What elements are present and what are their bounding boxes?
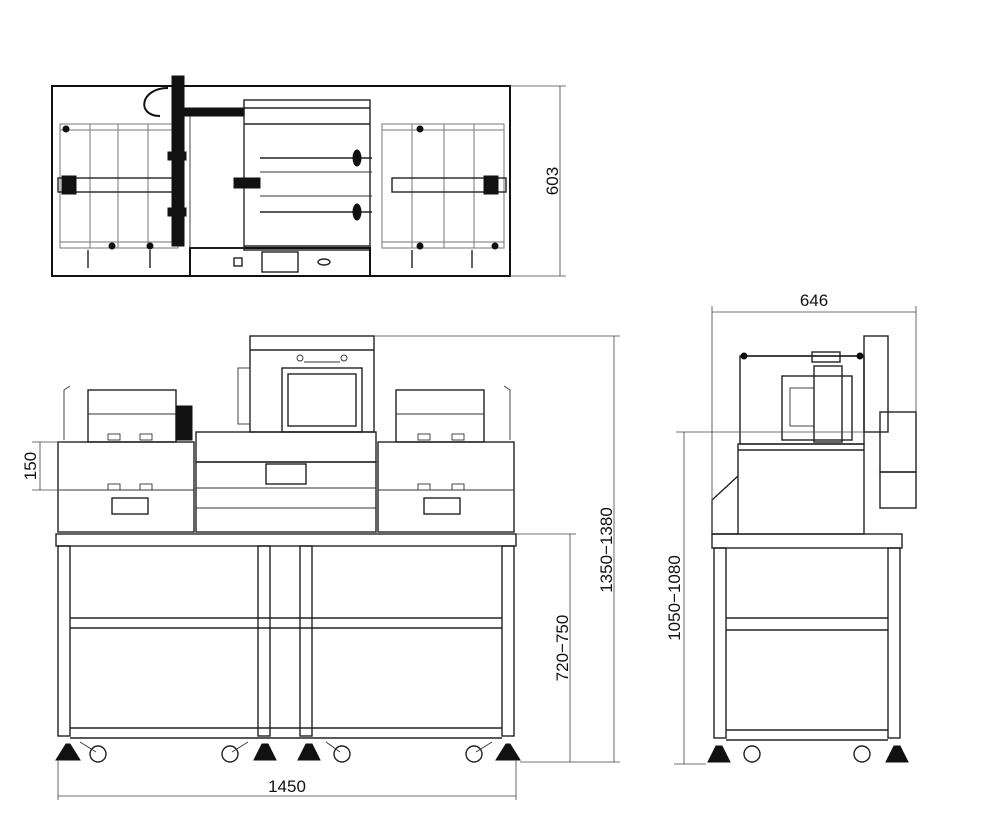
top-left-conveyor — [57, 123, 179, 268]
front-view: 150 1450 1350−1380 720−750 — [21, 335, 620, 800]
dim-label-603: 603 — [543, 167, 562, 195]
top-view: 603 — [51, 75, 566, 277]
dim-label-150: 150 — [21, 452, 40, 480]
dim-front-height: 1350−1380 — [374, 335, 620, 763]
front-table — [55, 533, 517, 739]
dim-side-width: 646 — [711, 291, 917, 534]
dim-label-646: 646 — [800, 291, 828, 310]
top-right-conveyor — [381, 123, 507, 268]
front-center-machine — [175, 335, 377, 533]
dim-side-height: 1050−1080 — [665, 431, 864, 765]
dim-label-1350-1380: 1350−1380 — [597, 507, 616, 593]
dim-label-1450: 1450 — [268, 777, 306, 796]
front-feet — [55, 741, 521, 763]
side-view: 646 1050−1080 — [665, 291, 917, 765]
dim-label-1050-1080: 1050−1080 — [665, 555, 684, 641]
dim-tray-height: 150 — [21, 441, 62, 491]
front-right-module — [377, 385, 515, 533]
dim-top-depth: 603 — [510, 85, 566, 277]
dim-label-720-750: 720−750 — [553, 615, 572, 682]
front-left-module — [57, 385, 195, 533]
dim-table-height: 720−750 — [516, 533, 576, 762]
top-center-machine — [143, 75, 372, 277]
dim-front-width: 1450 — [57, 760, 517, 800]
